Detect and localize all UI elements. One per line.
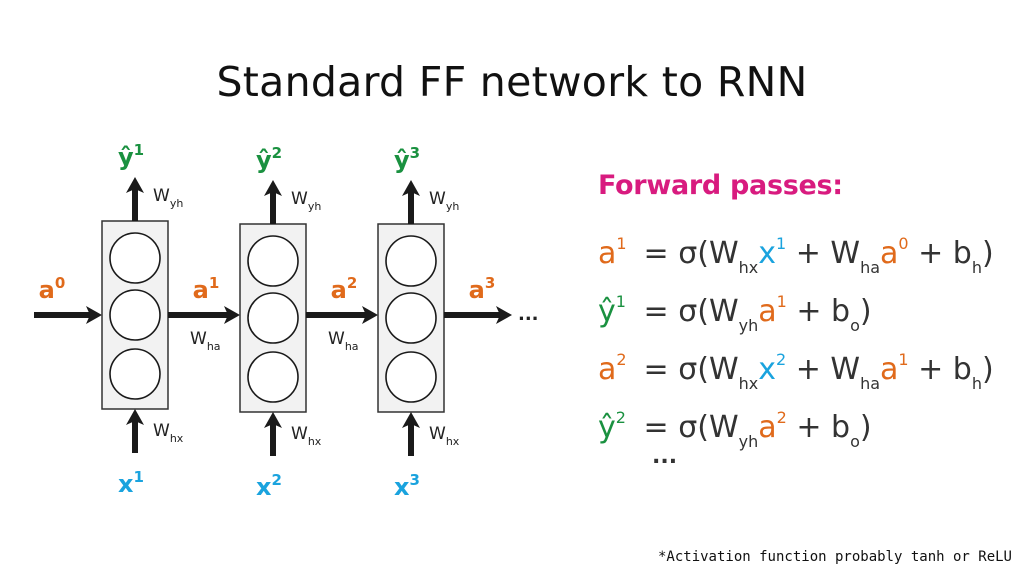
neuron	[247, 235, 299, 287]
footnote: *Activation function probably tanh or Re…	[657, 549, 1012, 565]
state-arrow	[444, 306, 512, 324]
arrow-head	[126, 177, 144, 193]
arrow-head	[496, 306, 512, 324]
trailing-ellipsis: ...	[518, 304, 539, 325]
input-arrow	[264, 412, 282, 456]
arrow-head	[224, 306, 240, 324]
weight-label-ha: Wha	[190, 329, 221, 353]
neuron	[109, 232, 161, 284]
arrow-head	[264, 412, 282, 428]
input-arrow	[126, 409, 144, 453]
weight-label-yh: Wyh	[291, 189, 321, 213]
state-label: a3	[469, 274, 496, 304]
time-step-3	[377, 223, 445, 413]
equation-y2: ŷ2 = σ(Wyha2 + bo)	[598, 389, 994, 451]
arrow-head	[126, 409, 144, 425]
input-label: x2	[256, 471, 282, 501]
input-label: x1	[118, 468, 144, 498]
input-arrow	[402, 412, 420, 456]
neuron	[385, 235, 437, 287]
weight-label-yh: Wyh	[429, 189, 459, 213]
state-label: a2	[331, 274, 358, 304]
neuron	[385, 292, 437, 344]
initial-state-label: a0	[39, 274, 66, 304]
arrow-head	[402, 412, 420, 428]
neuron	[109, 348, 161, 400]
equation-lhs: a1	[598, 234, 627, 271]
output-label: ŷ3	[394, 144, 420, 174]
equation-a1: a1 = σ(Whxx1 + Whaa0 + bh)	[598, 215, 994, 277]
output-arrow	[264, 180, 282, 224]
output-label: ŷ1	[118, 141, 144, 171]
output-arrow	[126, 177, 144, 221]
state-label: a1	[193, 274, 220, 304]
weight-label-yh: Wyh	[153, 186, 183, 210]
equations-continuation: ...	[652, 444, 678, 469]
weight-label-hx: Whx	[291, 424, 322, 448]
equation-lhs: a2	[598, 350, 627, 387]
weight-label-ha: Wha	[328, 329, 359, 353]
equation-lhs: ŷ2	[598, 408, 626, 445]
forward-passes-panel: Forward passes: a1 = σ(Whxx1 + Whaa0 + b…	[598, 170, 994, 469]
forward-passes-heading: Forward passes:	[598, 170, 843, 201]
arrow-head	[402, 180, 420, 196]
initial-state-arrow	[34, 306, 102, 324]
time-step-2	[239, 223, 307, 413]
input-label: x3	[394, 471, 420, 501]
weight-label-hx: Whx	[429, 424, 460, 448]
state-arrow	[168, 306, 240, 324]
neuron	[109, 289, 161, 341]
output-arrow	[402, 180, 420, 224]
equation-y1: ŷ1 = σ(Wyha1 + bo)	[598, 273, 994, 335]
state-arrow	[306, 306, 378, 324]
time-step-1	[101, 220, 169, 410]
neuron	[247, 351, 299, 403]
output-label: ŷ2	[256, 144, 282, 174]
equation-lhs: ŷ1	[598, 292, 626, 329]
arrow-head	[264, 180, 282, 196]
neuron	[385, 351, 437, 403]
equation-a2: a2 = σ(Whxx2 + Whaa1 + bh)	[598, 331, 994, 393]
weight-label-hx: Whx	[153, 421, 184, 445]
neuron	[247, 292, 299, 344]
arrow-head	[362, 306, 378, 324]
arrow-head	[86, 306, 102, 324]
slide-title: Standard FF network to RNN	[216, 58, 808, 106]
